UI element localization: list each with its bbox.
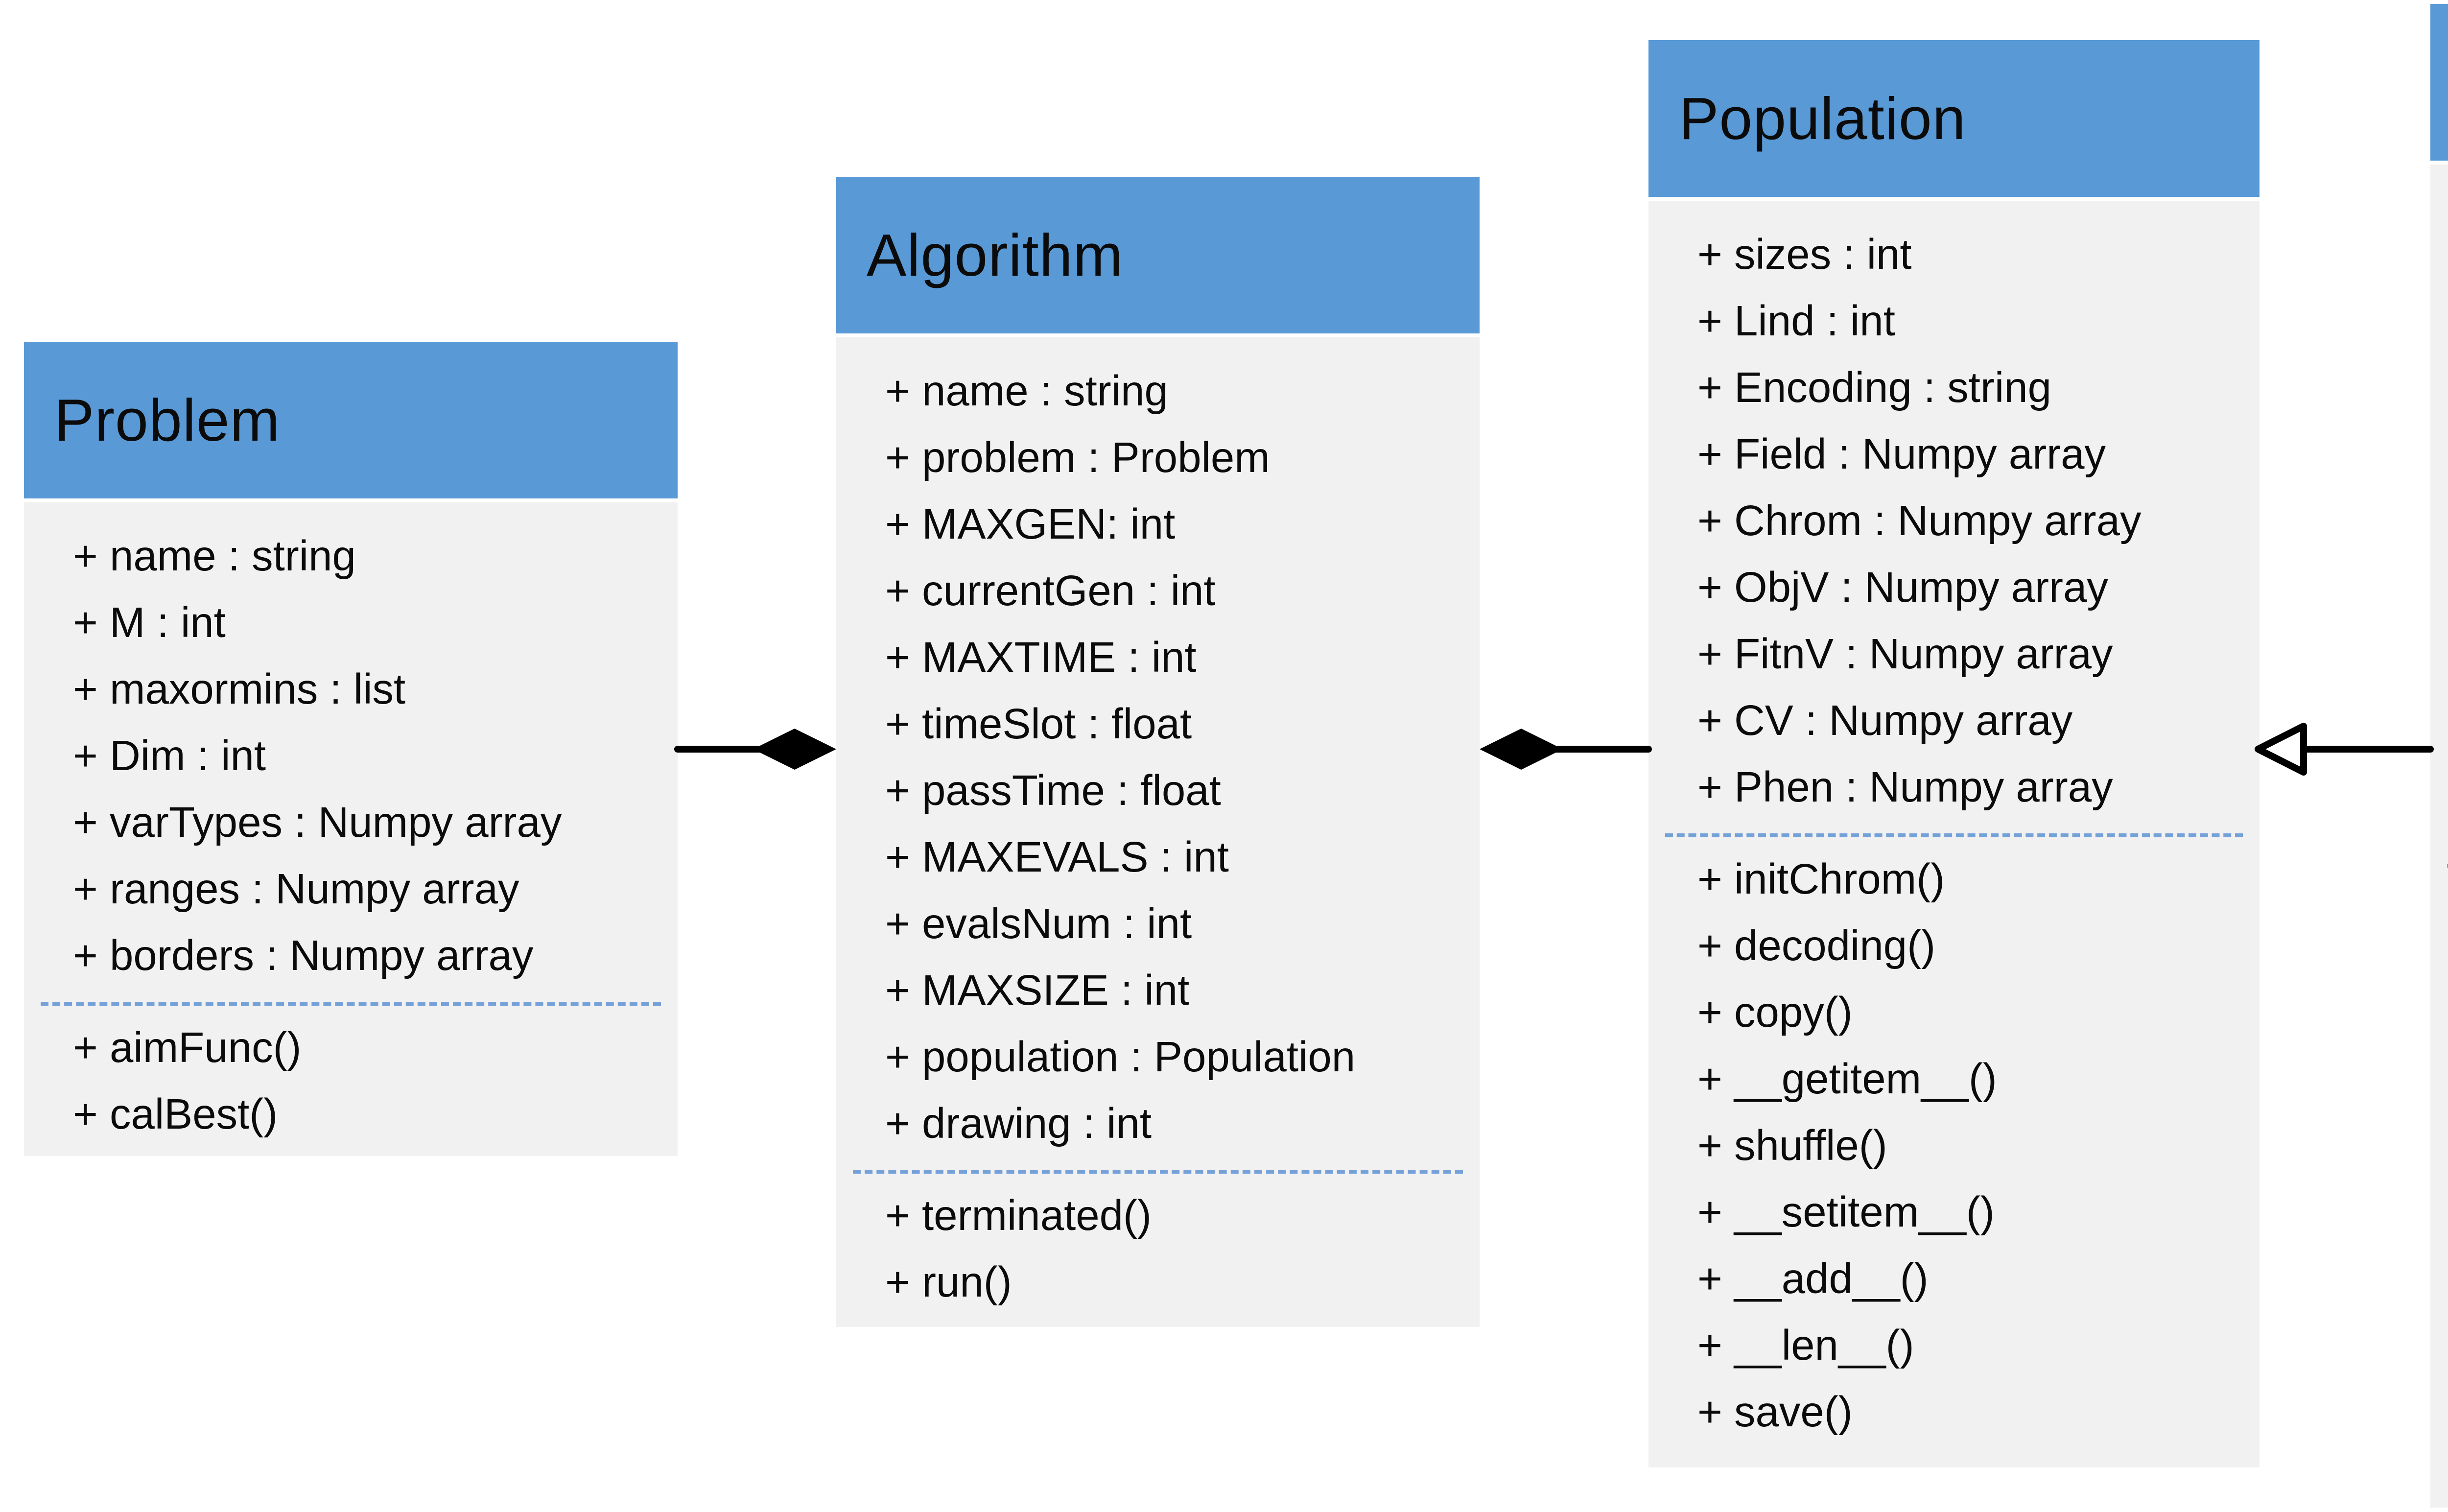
method-row: + copy() — [1697, 989, 1853, 1036]
class-header-algorithm: Algorithm — [836, 177, 1480, 333]
method-row: + __getitem__() — [1697, 1055, 1997, 1103]
attribute-row: + Linds : list<int> — [2430, 318, 2448, 385]
method-row: + save() — [1697, 1388, 1853, 1436]
method-row: + shuffle() — [2430, 1143, 2448, 1209]
inheritance-connector-psypopulation-population — [2255, 723, 2434, 776]
attribute-row: + evalsNum : int — [885, 900, 1192, 947]
attribute-row: + Phen : Numpy array — [1697, 763, 2113, 811]
attribute-row: + Fields : list<Numpy array> — [2430, 451, 2448, 518]
class-header-problem: Problem — [24, 342, 678, 498]
attributes-methods-divider — [2447, 864, 2448, 868]
method-row: + decoding() — [2430, 943, 2448, 1010]
method-row: + initChrom() — [1697, 855, 1945, 903]
method-row: + initChrom() — [2430, 876, 2448, 943]
method-row: + __add__() — [1697, 1255, 1929, 1302]
attribute-row: + name : string — [885, 367, 1168, 415]
class-title: Population — [1679, 85, 1966, 152]
attribute-row: + MAXEVALS : int — [885, 833, 1229, 881]
composition-connector-algorithm-problem — [674, 729, 836, 770]
class-header-population: Population — [1648, 40, 2260, 197]
attribute-row: + MAXTIME : int — [885, 634, 1197, 681]
attribute-row: + Chrom : Numpy array — [1697, 497, 2142, 544]
class-body-problem: + name : string + M : int + maxormins : … — [24, 502, 678, 1156]
method-row: + copy() — [2430, 1010, 2448, 1076]
method-row: + __len__() — [1697, 1322, 1914, 1369]
method-row: + __add__() — [2430, 1276, 2448, 1343]
class-box-psypopulation: PsyPopulation + sizes : int + ChromNum :… — [2430, 4, 2448, 1508]
attribute-row: + currentGen : int — [885, 567, 1216, 614]
attribute-row: + timeSlot : float — [885, 700, 1192, 748]
attribute-row: + drawing : int — [885, 1100, 1152, 1147]
attribute-row: + Field : Numpy array — [1697, 430, 2106, 478]
class-box-population: Population + sizes : int + Lind : int + … — [1648, 40, 2260, 1467]
attributes-methods-divider — [1665, 833, 2243, 837]
attribute-row: + name : string — [73, 532, 356, 580]
method-row: + aimFunc() — [73, 1024, 302, 1071]
class-body-population: + sizes : int + Lind : int + Encoding : … — [1648, 201, 2260, 1467]
class-header-psypopulation: PsyPopulation — [2430, 4, 2448, 161]
attribute-row: + varTypes : Numpy array — [73, 799, 562, 846]
class-title: Algorithm — [867, 222, 1124, 288]
attribute-row: + borders : Numpy array — [73, 932, 534, 979]
method-row: + decoding() — [1697, 922, 1936, 969]
class-body-psypopulation: + sizes : int + ChromNum : int + Linds :… — [2430, 165, 2448, 1508]
attribute-row: + Lind : int — [1697, 297, 1895, 345]
attribute-row: + MAXGEN: int — [885, 500, 1176, 548]
attribute-row: + Chroms : Numpy array — [2430, 518, 2448, 585]
attribute-row: + Encodings : list<string> — [2430, 385, 2448, 451]
attribute-row: + population : Population — [885, 1033, 1356, 1081]
method-row: + run() — [885, 1258, 1012, 1306]
attribute-row: + passTime : float — [885, 767, 1221, 814]
attribute-row: + ObjV : Numpy array — [1697, 564, 2108, 611]
method-row: + calBest() — [73, 1090, 278, 1138]
attribute-row: + M : int — [73, 599, 226, 646]
attribute-row: + sizes : int — [2430, 185, 2448, 252]
attribute-row: + sizes : int — [1697, 231, 1912, 278]
class-box-algorithm: Algorithm + name : string + problem : Pr… — [836, 177, 1480, 1327]
attributes-methods-divider — [41, 1002, 661, 1006]
attribute-row: + Dim : int — [73, 732, 266, 780]
method-row: + __setitem__() — [2430, 1209, 2448, 1276]
attribute-row: + CV : Numpy array — [2430, 718, 2448, 784]
class-box-problem: Problem + name : string + M : int + maxo… — [24, 342, 678, 1156]
method-row: + save() — [2430, 1409, 2448, 1476]
attribute-row: + ChromNum : int — [2430, 252, 2448, 318]
filled-diamond-icon — [1480, 729, 1563, 770]
composition-connector-algorithm-population — [1480, 729, 1652, 770]
method-row: + __getitem__() — [2430, 1076, 2448, 1143]
attribute-row: + maxormins : list — [73, 665, 406, 713]
attribute-row: + ObjV : Numpy array — [2430, 585, 2448, 651]
filled-diamond-icon — [753, 729, 836, 770]
class-body-algorithm: + name : string + problem : Problem + MA… — [836, 337, 1480, 1327]
attribute-row: + CV : Numpy array — [1697, 697, 2073, 744]
attribute-row: + FitnV : Numpy array — [1697, 630, 2113, 678]
method-row: + shuffle() — [1697, 1122, 1887, 1169]
attribute-row: + Phen : Numpy array — [2430, 784, 2448, 851]
class-title: Problem — [54, 387, 281, 453]
attribute-row: + ranges : Numpy array — [73, 865, 519, 913]
method-row: + __len__() — [2430, 1343, 2448, 1409]
method-row: + __setitem__() — [1697, 1188, 1995, 1236]
attribute-row: + problem : Problem — [885, 434, 1270, 481]
method-row: + terminated() — [885, 1192, 1152, 1239]
attributes-methods-divider — [853, 1170, 1463, 1174]
attribute-row: + FitnV : Numpy array — [2430, 651, 2448, 718]
attribute-row: + Encoding : string — [1697, 364, 2052, 411]
hollow-triangle-icon — [2255, 723, 2307, 776]
attribute-row: + MAXSIZE : int — [885, 967, 1190, 1014]
